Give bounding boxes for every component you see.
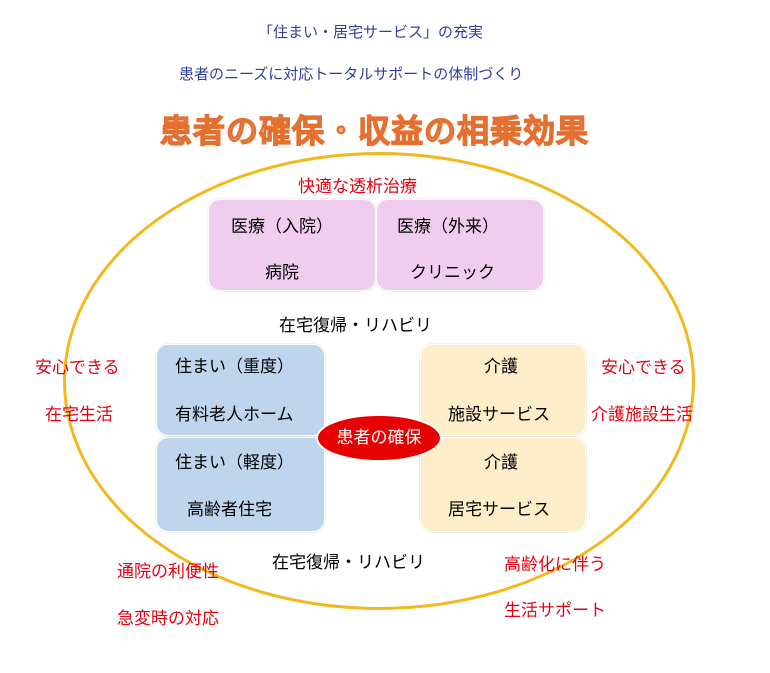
headline: 患者の確保・収益の相乗効果 (159, 111, 590, 150)
box-care-home-line1: 介護 (484, 453, 518, 473)
box-inpatient-line1: 医療（入院） (231, 217, 333, 237)
box-care-facility-line1: 介護 (484, 357, 518, 377)
box-housing-severe: 住まい（重度） 有料老人ホーム (156, 344, 325, 436)
subtitle-line-1: 「住まい・居宅サービス」の充実 (258, 23, 484, 41)
bottom-left-line1: 通院の利便性 (117, 562, 219, 582)
box-care-facility-line2: 施設サービス (448, 405, 550, 425)
box-inpatient-line2: 病院 (265, 263, 299, 283)
right-side-line1: 安心できる (601, 358, 686, 378)
box-outpatient-line2: クリニック (410, 263, 495, 283)
box-outpatient: 医療（外来） クリニック (376, 199, 544, 291)
center-badge: 患者の確保 (316, 414, 442, 462)
box-housing-severe-line1: 住まい（重度） (175, 357, 294, 377)
bottom-right-line1: 高齢化に伴う (504, 555, 606, 575)
top-label: 快適な透析治療 (298, 177, 417, 197)
box-care-facility: 介護 施設サービス (420, 344, 586, 436)
box-outpatient-line1: 医療（外来） (397, 217, 499, 237)
box-housing-severe-line2: 有料老人ホーム (175, 405, 294, 425)
outer-ring (63, 152, 695, 610)
bottom-label: 在宅復帰・リハビリ (272, 553, 425, 573)
box-care-home-line2: 居宅サービス (448, 500, 550, 520)
left-side-line2: 在宅生活 (45, 405, 113, 425)
middle-label: 在宅復帰・リハビリ (279, 316, 432, 336)
bottom-right-line2: 生活サポート (504, 601, 606, 621)
left-side-line1: 安心できる (35, 358, 120, 378)
subtitle-line-2: 患者のニーズに対応トータルサポートの体制づくり (179, 65, 524, 83)
box-care-home: 介護 居宅サービス (420, 437, 586, 532)
box-inpatient: 医療（入院） 病院 (208, 199, 376, 291)
box-housing-mild-line2: 高齢者住宅 (187, 500, 272, 520)
box-housing-mild: 住まい（軽度） 高齢者住宅 (156, 437, 325, 532)
box-housing-mild-line1: 住まい（軽度） (175, 453, 294, 473)
bottom-left-line2: 急変時の対応 (117, 609, 219, 629)
right-side-line2: 介護施設生活 (591, 405, 693, 425)
